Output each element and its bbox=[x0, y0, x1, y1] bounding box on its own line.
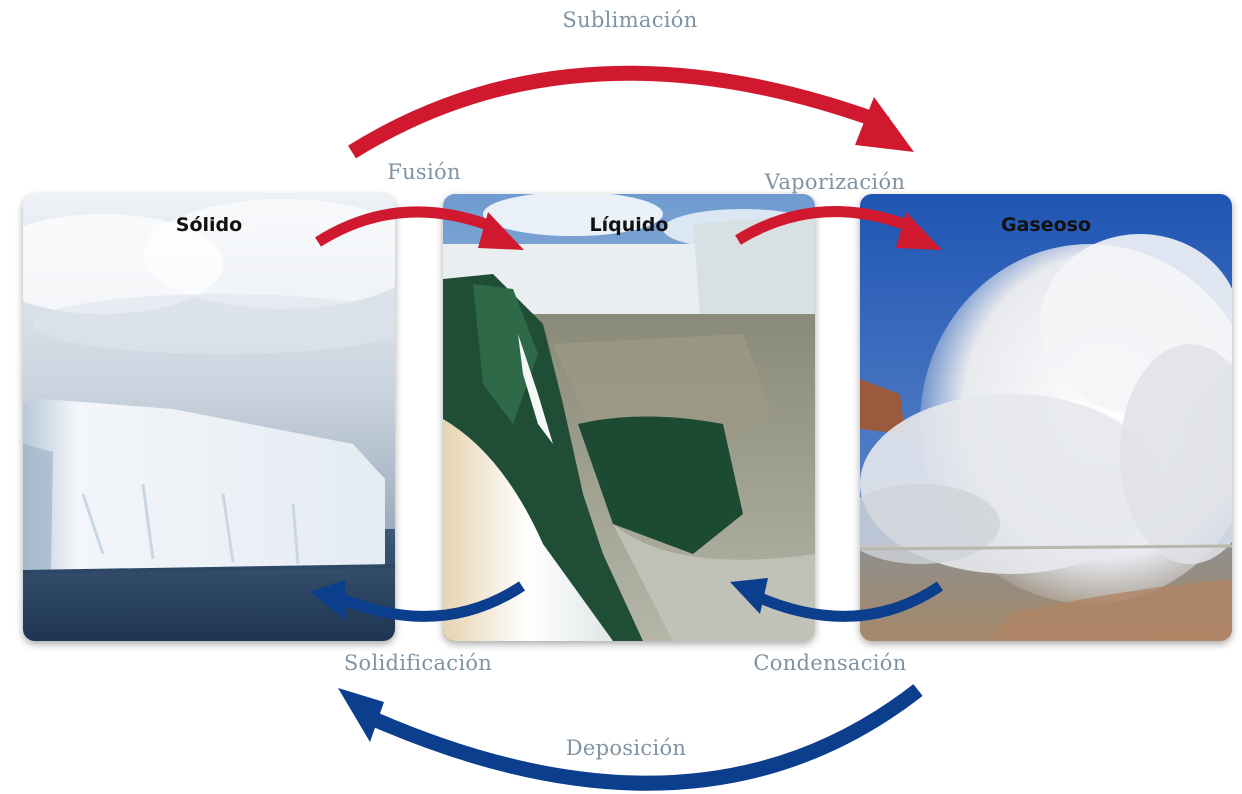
deposition-arrowhead-icon bbox=[338, 688, 384, 742]
solidification-label: Solidificación bbox=[343, 651, 493, 675]
fusion-arrow bbox=[315, 206, 499, 247]
gas-state-title: Gaseoso bbox=[1000, 214, 1092, 236]
vaporization-label: Vaporización bbox=[764, 170, 906, 194]
sublimation-label: Sublimación bbox=[562, 8, 698, 32]
liquid-photo-panel: Líquido bbox=[443, 194, 815, 641]
solid-photo-panel: Sólido bbox=[23, 194, 395, 641]
condensation-arrow bbox=[757, 581, 944, 622]
waterfall-image bbox=[443, 194, 815, 641]
sublimation-arrowhead-icon bbox=[855, 97, 914, 152]
fusion-arrowhead-icon bbox=[478, 212, 524, 250]
solid-state-title: Sólido bbox=[175, 214, 243, 236]
deposition-arrow bbox=[373, 684, 923, 791]
geyser-steam-image bbox=[860, 194, 1232, 641]
sublimation-arrow bbox=[348, 65, 890, 159]
deposition-label: Deposición bbox=[565, 736, 687, 760]
liquid-state-title: Líquido bbox=[589, 214, 669, 236]
vaporization-arrowhead-icon bbox=[896, 212, 942, 250]
condensation-arrowhead-icon bbox=[730, 578, 768, 614]
iceberg-image bbox=[23, 194, 395, 641]
solidification-arrowhead-icon bbox=[310, 580, 346, 620]
fusion-label: Fusión bbox=[387, 160, 461, 184]
vaporization-arrow bbox=[735, 206, 917, 245]
gas-photo-panel: Gaseoso bbox=[860, 194, 1232, 641]
condensation-label: Condensación bbox=[753, 651, 907, 675]
solidification-arrow bbox=[337, 581, 526, 622]
